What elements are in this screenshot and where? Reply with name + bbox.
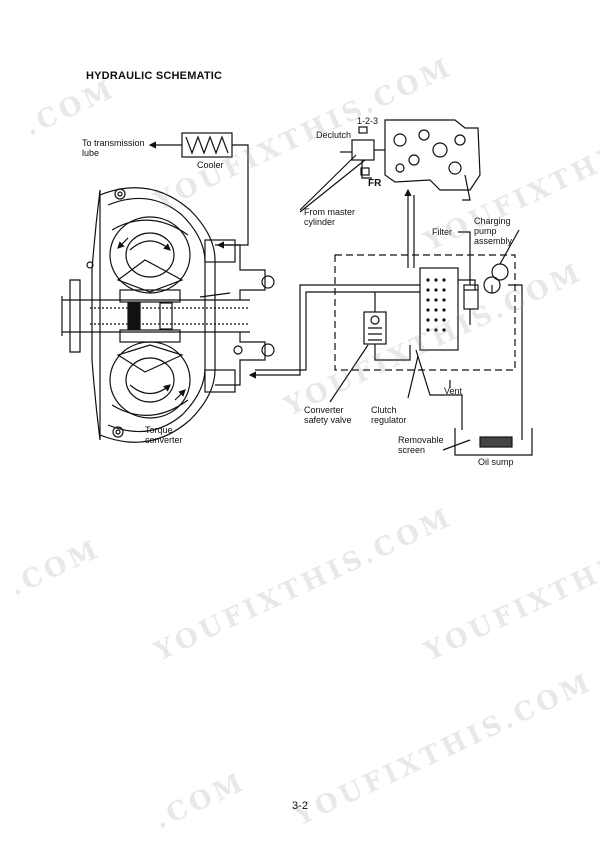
label-fr: FR [368,178,382,189]
label-torque-converter-line2: converter [145,435,183,445]
label-from-master-cylinder: From master [304,207,355,217]
label-clutch-regulator: Clutch [371,405,397,415]
page-title: HYDRAULIC SCHEMATIC [86,70,223,82]
label-converter-safety-valve: Converter [304,405,344,415]
label-charging-pump-line2: pump [474,226,497,236]
label-converter-safety-valve-line2: safety valve [304,415,352,425]
label-removable-screen-line2: screen [398,445,425,455]
label-charging-pump-line3: assembly [474,236,513,246]
label-clutch-regulator-line2: regulator [371,415,407,425]
torque-converter-drawing [61,187,275,443]
label-filter: Filter [432,227,452,237]
label-gear-123: 1-2-3 [357,116,378,126]
control-valve-block [299,119,481,213]
label-torque-converter: Torque [145,425,173,435]
label-removable-screen: Removable [398,435,444,445]
label-oil-sump: Oil sump [478,457,514,467]
cooler-drawing [148,132,249,249]
hydraulic-circuit-lines [248,188,533,456]
label-vent: Vent [444,386,463,396]
label-cooler: Cooler [197,160,224,170]
label-from-master-cylinder-line2: cylinder [304,217,335,227]
label-charging-pump: Charging [474,216,511,226]
label-to-transmission-lube-line2: lube [82,148,99,158]
page-number: 3-2 [292,800,308,812]
label-to-transmission-lube: To transmission [82,138,145,148]
label-declutch: Declutch [316,130,351,140]
